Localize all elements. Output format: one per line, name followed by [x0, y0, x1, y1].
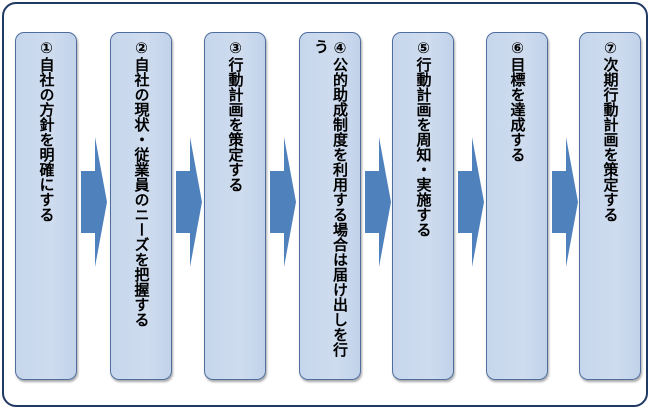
step-label-6: ⑥目標を達成する	[508, 39, 527, 162]
step-box-4: ④公的助成制度を利用する場合は届け出しを行う	[299, 32, 361, 380]
step-box-3: ③行動計画を策定する	[204, 32, 266, 380]
step-label-7: ⑦次期行動計画を策定する	[601, 39, 620, 222]
arrow-icon-5	[458, 137, 484, 267]
step-box-1: ①自社の方針を明確にする	[15, 32, 77, 380]
step-box-5: ⑤行動計画を周知・実施する	[392, 32, 454, 380]
step-label-2: ②自社の現状・従業員のニーズを把握する	[132, 39, 151, 327]
step-label-1: ①自社の方針を明確にする	[37, 39, 56, 222]
step-box-7: ⑦次期行動計画を策定する	[579, 32, 641, 380]
arrow-icon-2	[176, 137, 202, 267]
arrow-icon-6	[552, 137, 578, 267]
arrow-icon-1	[81, 137, 107, 267]
step-box-2: ②自社の現状・従業員のニーズを把握する	[110, 32, 172, 380]
step-label-3: ③行動計画を策定する	[226, 39, 245, 192]
arrow-icon-3	[270, 137, 296, 267]
arrow-icon-4	[365, 137, 391, 267]
step-label-5: ⑤行動計画を周知・実施する	[414, 39, 433, 237]
step-label-4: ④公的助成制度を利用する場合は届け出しを行う	[312, 39, 349, 357]
step-box-6: ⑥目標を達成する	[486, 32, 548, 380]
